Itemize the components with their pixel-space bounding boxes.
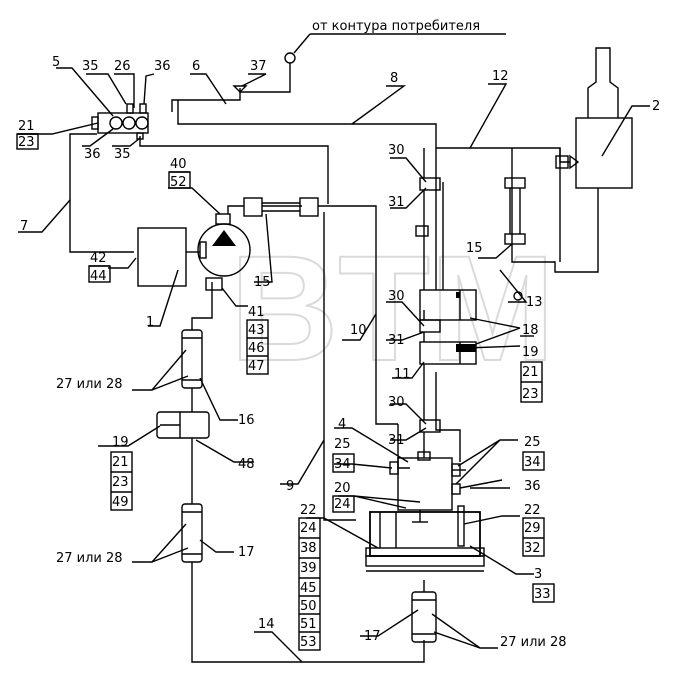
connector-30-low [419,419,441,433]
callout-27-28-c: 27 или 28 [500,635,567,650]
callout-33: 33 [534,587,551,602]
callout-47: 47 [248,359,265,374]
callout-24-b: 24 [300,521,317,536]
callout-17-b: 17 [364,629,381,644]
connector-30-top [419,177,441,191]
callout-19: 19 [522,345,539,360]
callout-34-b: 34 [524,455,541,470]
tank-2 [555,47,633,189]
callout-35-b: 35 [114,147,131,162]
callout-51: 51 [300,617,317,632]
callout-14: 14 [258,617,275,632]
leader-lines [18,67,650,663]
callout-45: 45 [300,581,317,596]
small-box [415,225,429,237]
callout-49: 49 [112,495,129,510]
callout-3: 3 [534,567,542,582]
callout-5: 5 [52,55,60,70]
callout-31-low: 31 [388,433,405,448]
coupling-16 [181,329,203,389]
callout-52: 52 [170,175,187,190]
callout-42: 42 [90,251,107,266]
callout-22-b: 22 [524,503,541,518]
header-leader [293,33,311,54]
callout-31-mid: 31 [388,333,405,348]
callout-25: 25 [334,437,351,452]
callout-31-top: 31 [388,195,405,210]
callout-36-c: 36 [524,479,541,494]
consumer-port [284,52,296,64]
callout-15-pump: 15 [254,275,271,290]
callout-36: 36 [154,59,171,74]
callout-50: 50 [300,599,317,614]
callout-46: 46 [248,341,265,356]
coupling-17-bottom [411,591,437,643]
callout-15-tank: 15 [466,241,483,256]
callout-12: 12 [492,69,509,84]
callout-19-b: 19 [112,435,129,450]
coupling-17-left [181,503,203,563]
callout-23-c: 23 [112,475,129,490]
callout-40: 40 [170,157,187,172]
callout-21-c: 21 [112,455,129,470]
callout-11: 11 [394,367,411,382]
callout-53: 53 [300,635,317,650]
callout-35: 35 [82,59,99,74]
callout-27-28-a: 27 или 28 [56,377,123,392]
pipelines [69,63,599,663]
callout-22: 22 [300,503,317,518]
callout-8: 8 [390,71,398,86]
tank-1 [137,227,187,287]
callout-44: 44 [90,269,107,284]
callout-27-28-b: 27 или 28 [56,551,123,566]
callout-21: 21 [18,119,35,134]
callout-30-mid: 30 [388,289,405,304]
callout-13: 13 [526,295,543,310]
filter-15-right [504,177,526,245]
filter-15-top [243,197,319,217]
callout-32: 32 [524,541,541,556]
callout-21-b: 21 [522,365,539,380]
valve-19-lower [156,411,210,439]
callout-25-b: 25 [524,435,541,450]
callouts: 5 35 26 36 6 37 8 12 2 21 23 36 35 7 40 … [16,55,660,651]
callout-30-top: 30 [388,143,405,158]
valve-block-5 [91,103,149,140]
watermark: BTM [230,224,555,392]
callout-23-b: 23 [522,387,539,402]
callout-30-low: 30 [388,395,405,410]
callout-4: 4 [338,417,346,432]
callout-36-b: 36 [84,147,101,162]
callout-23: 23 [18,135,35,150]
callout-26: 26 [114,59,131,74]
callout-39: 39 [300,561,317,576]
callout-29: 29 [524,521,541,536]
callout-37: 37 [250,59,267,74]
callout-24: 24 [334,497,351,512]
unit-3 [365,505,485,572]
callout-18: 18 [522,323,539,338]
callout-7: 7 [20,219,28,234]
callout-43: 43 [248,323,265,338]
callout-16: 16 [238,413,255,428]
check-valve-37 [232,85,248,93]
callout-1: 1 [146,315,154,330]
callout-38: 38 [300,541,317,556]
callout-48: 48 [238,457,255,472]
callout-17: 17 [238,545,255,560]
callout-20: 20 [334,481,351,496]
header-label: от контура потребителя [312,19,480,34]
callout-34: 34 [334,457,351,472]
callout-9: 9 [286,479,294,494]
callout-2: 2 [652,99,660,114]
callout-10: 10 [350,323,367,338]
callout-6: 6 [192,59,200,74]
callout-41: 41 [248,305,265,320]
pump-40 [197,213,251,291]
